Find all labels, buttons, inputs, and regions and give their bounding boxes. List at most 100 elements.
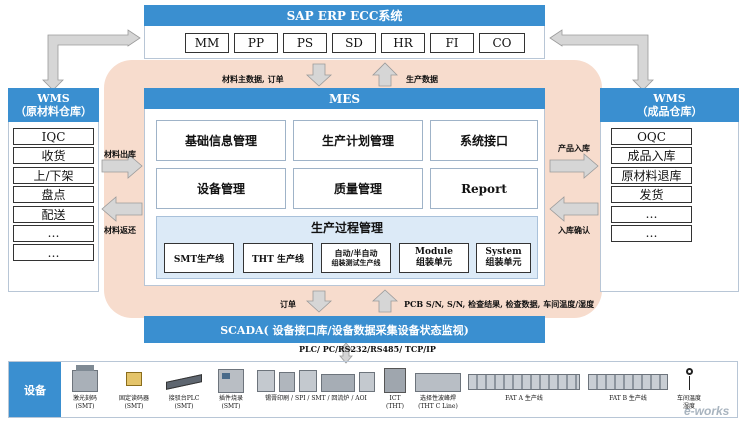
ict-tester-icon xyxy=(381,364,409,394)
wms-raw-item[interactable]: 上/下架 xyxy=(13,166,94,184)
laser-marker-icon xyxy=(68,364,102,394)
flow-label-mes-to-raw: 材料返还 xyxy=(104,225,136,235)
process-unit-line1: THT 生产线 xyxy=(251,254,305,265)
mes-module-report[interactable]: Report xyxy=(430,168,538,209)
wms-raw-list: IQC 收货 上/下架 盘点 配送 … … xyxy=(13,128,94,264)
wms-fin-item[interactable]: 成品入库 xyxy=(611,147,692,165)
equipment-label: 设备 xyxy=(9,362,61,417)
scada-title-bar: SCADA( 设备接口库/设备数据采集设备状态监视) xyxy=(145,317,544,342)
equipment-caption: 接驳台PLC(SMT) xyxy=(168,395,200,410)
wms-fin-title-line1: WMS xyxy=(653,92,686,105)
process-unit-line2: 组装单元 xyxy=(415,258,452,268)
scada-frame xyxy=(144,316,545,343)
raw-to-mes-arrow xyxy=(101,153,143,179)
equipment-fat-b-line[interactable]: FAT B 生产线 xyxy=(586,364,670,416)
equipment-caption: 插件烧录(SMT) xyxy=(218,395,243,410)
flow-label-raw-to-mes: 材料出库 xyxy=(104,149,136,159)
process-unit-auto-assembly[interactable]: 自动/半自动 组装测试生产线 xyxy=(321,243,391,273)
mes-module-system-interface[interactable]: 系统接口 xyxy=(430,120,538,161)
barcode-reader-icon xyxy=(114,364,154,394)
scada-equipment-arrow xyxy=(339,342,353,364)
process-unit-smt[interactable]: SMT生产线 xyxy=(164,243,234,273)
equipment-caption: 固定读码器(SMT) xyxy=(118,395,149,410)
process-unit-system[interactable]: System 组装单元 xyxy=(476,243,531,273)
equipment-caption: 激光刻码(SMT) xyxy=(72,395,97,410)
equipment-temp-humidity[interactable]: 车间温度湿度 xyxy=(674,364,704,416)
equipment-caption: ICT(THT) xyxy=(386,395,404,410)
wms-raw-item[interactable]: … xyxy=(13,244,94,262)
erp-module-mm[interactable]: MM xyxy=(185,33,229,53)
equipment-plugin-burning[interactable]: 插件烧录(SMT) xyxy=(214,364,248,416)
flow-label-mes-to-fin: 产品入库 xyxy=(558,143,590,153)
wms-raw-title-line2: （原材料仓库） xyxy=(15,105,92,118)
flow-label-scada-to-equipment: PLC/ PC/RS232/RS485/ TCP/IP xyxy=(299,344,436,354)
erp-title-bar: SAP ERP ECC系统 xyxy=(144,5,545,26)
flow-label-fin-to-mes: 入库确认 xyxy=(558,225,590,235)
equipment-fixed-scanner[interactable]: 固定读码器(SMT) xyxy=(114,364,154,416)
wms-fin-item[interactable]: … xyxy=(611,205,692,223)
process-unit-line2: 组装单元 xyxy=(485,258,522,268)
smt-line-icon xyxy=(255,364,377,394)
mes-to-fin-arrow xyxy=(549,153,599,179)
process-unit-tht[interactable]: THT 生产线 xyxy=(243,243,313,273)
equipment-caption: FAT B 生产线 xyxy=(609,395,647,402)
equipment-laser-marking[interactable]: 激光刻码(SMT) xyxy=(68,364,102,416)
wms-raw-title-line1: WMS xyxy=(37,92,70,105)
process-unit-line1: SMT生产线 xyxy=(173,254,225,265)
equipment-wave-soldering[interactable]: 选择性波峰焊(THT C Line) xyxy=(413,364,463,416)
process-unit-line1: 自动/半自动 xyxy=(334,248,378,258)
mes-module-production-plan[interactable]: 生产计划管理 xyxy=(293,120,423,161)
equipment-caption: FAT A 生产线 xyxy=(505,395,543,402)
equipment-fat-a-line[interactable]: FAT A 生产线 xyxy=(466,364,582,416)
erp-module-pp[interactable]: PP xyxy=(234,33,278,53)
flow-label-mes-to-scada: 订单 xyxy=(280,299,296,309)
erp-module-ps[interactable]: PS xyxy=(283,33,327,53)
erp-module-fi[interactable]: FI xyxy=(430,33,474,53)
flow-label-erp-to-mes: 材料主数据, 订单 xyxy=(222,74,284,84)
mes-to-raw-arrow xyxy=(101,196,143,222)
erp-module-co[interactable]: CO xyxy=(479,33,525,53)
wms-fin-title-line2: （成品仓库） xyxy=(636,105,703,118)
mes-module-equipment[interactable]: 设备管理 xyxy=(156,168,286,209)
flow-label-scada-to-mes: PCB S/N, S/N, 检查结果, 检查数据, 车间温度/湿度 xyxy=(404,299,595,309)
wms-raw-item[interactable]: … xyxy=(13,224,94,242)
wms-fin-item[interactable]: 发货 xyxy=(611,186,692,204)
wms-fin-item[interactable]: … xyxy=(611,224,692,242)
scada-to-mes-arrow xyxy=(371,289,399,313)
fat-b-line-icon xyxy=(586,364,670,394)
process-unit-line1: System xyxy=(485,247,522,257)
wms-raw-item[interactable]: IQC xyxy=(13,128,94,145)
wms-raw-item[interactable]: 盘点 xyxy=(13,186,94,204)
flow-label-mes-to-erp: 生产数据 xyxy=(406,74,438,84)
mes-module-basic-info[interactable]: 基础信息管理 xyxy=(156,120,286,161)
conveyor-icon xyxy=(164,364,204,394)
equipment-conveyor-plc[interactable]: 接驳台PLC(SMT) xyxy=(164,364,204,416)
process-unit-line2: 组装测试生产线 xyxy=(331,258,381,267)
mes-title-bar: MES xyxy=(144,88,545,109)
watermark-logo: e-works xyxy=(684,404,730,418)
erp-wms-raw-connector xyxy=(42,29,141,91)
equipment-ict[interactable]: ICT(THT) xyxy=(381,364,409,416)
wms-fin-item[interactable]: 原材料退库 xyxy=(611,166,692,184)
thermometer-icon xyxy=(674,364,704,394)
erp-module-hr[interactable]: HR xyxy=(381,33,425,53)
mes-to-scada-arrow xyxy=(305,290,333,313)
fat-a-line-icon xyxy=(466,364,582,394)
wms-raw-item[interactable]: 收货 xyxy=(13,147,94,165)
equipment-frame xyxy=(8,361,738,418)
fin-to-mes-arrow xyxy=(549,196,599,222)
wms-fin-item[interactable]: OQC xyxy=(611,128,692,145)
wms-fin-list: OQC 成品入库 原材料退库 发货 … … xyxy=(611,128,692,244)
equipment-smt-line[interactable]: 锡膏印刷 / SPI / SMT / 回流炉 / AOI xyxy=(255,364,377,416)
wave-solder-icon xyxy=(413,364,463,394)
burner-machine-icon xyxy=(214,364,248,394)
erp-module-sd[interactable]: SD xyxy=(332,33,376,53)
process-unit-module[interactable]: Module 组装单元 xyxy=(399,243,469,273)
wms-fin-title: WMS （成品仓库） xyxy=(600,88,739,122)
mes-module-quality[interactable]: 质量管理 xyxy=(293,168,423,209)
process-unit-line1: Module xyxy=(415,247,453,257)
erp-wms-fin-connector xyxy=(549,29,654,91)
wms-raw-item[interactable]: 配送 xyxy=(13,205,94,223)
mes-process-title: 生产过程管理 xyxy=(310,221,383,235)
